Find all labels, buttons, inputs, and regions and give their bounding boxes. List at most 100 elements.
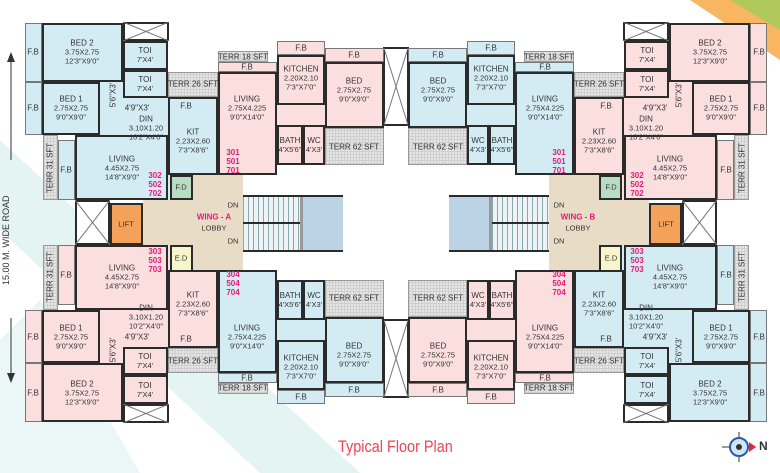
terrace-18: [218, 51, 268, 62]
flower-bed-label: F.B: [60, 166, 72, 175]
dining-label-line: 10'2"X4'0": [628, 321, 664, 331]
toilet-label-line: 7'X4': [638, 390, 656, 399]
unit-number: 304: [552, 270, 566, 279]
flower-bed: [58, 245, 75, 305]
living-room-label-line: 4.45X2.75: [652, 163, 688, 173]
toilet: [123, 41, 168, 70]
kitchen-label-line: 2.23X2.60: [175, 136, 211, 146]
flower-bed-label: F.B: [539, 63, 551, 72]
flower-bed-label-line: F.B: [60, 165, 72, 175]
lobby-floor: [193, 175, 243, 270]
toilet-label-line: 7'X4': [638, 361, 656, 370]
bathroom-label-line: 4'X5'6": [490, 145, 514, 154]
bedroom-1-label-line: 2.75X2.75: [53, 332, 89, 342]
unit-number: 504: [552, 279, 566, 288]
terrace-26-label: TERR 26 SFT: [168, 357, 218, 366]
unit-number: 702: [148, 189, 162, 198]
kitchen-label-line: KIT: [186, 127, 200, 137]
dining-label-line: 3.10X1.20: [628, 312, 664, 322]
flower-bed: [750, 363, 767, 422]
wc-label-line: 4'X3': [305, 145, 323, 154]
bedroom-2-label-line: 3.75X2.75: [692, 47, 728, 57]
wc-label-line: 4'X3': [469, 300, 487, 309]
wc-label-line: WC: [471, 291, 485, 300]
electric-duct-label: E.D: [174, 253, 188, 263]
flower-bed-label-line: F.B: [27, 388, 39, 398]
terrace-26: [574, 72, 624, 97]
bedroom-1-label-line: 9'0"X9'0": [56, 112, 86, 122]
toilet: [123, 70, 168, 98]
unit-number: 302: [630, 171, 644, 180]
terrace-26-label: TERR 26 SFT: [168, 80, 218, 89]
unit-number: 703: [630, 265, 644, 274]
unit-number: 701: [226, 166, 240, 175]
bedroom-1-label-line: 9'0"X9'0": [706, 341, 736, 351]
unit-number: 303: [630, 247, 644, 256]
bedroom-1: [692, 82, 750, 135]
toilet: [123, 375, 168, 404]
bathroom: [277, 125, 303, 165]
terrace-26: [574, 348, 624, 373]
lift-label: LIFT: [118, 219, 134, 229]
flower-bed: [515, 373, 574, 383]
flower-bed-label: F.B: [27, 333, 39, 342]
flower-bed-label-line: F.B: [753, 103, 765, 113]
passage: [277, 320, 325, 340]
flower-bed-label: F.B: [720, 166, 732, 175]
terrace-26-label-line: TERR 26 SFT: [167, 79, 219, 89]
flower-bed-label-line: F.B: [27, 103, 39, 113]
flower-bed-label: F.B: [753, 389, 765, 398]
dining-label-line: 10'2"X4'0": [128, 321, 164, 331]
wc: [303, 125, 325, 165]
unit-number: 503: [148, 256, 162, 265]
kitchen: [574, 97, 624, 175]
bedroom-2-label-line: 12'3"X9'0": [692, 397, 728, 407]
kitchen: [467, 55, 515, 105]
terrace-26-label-line: TERR 26 SFT: [167, 356, 219, 366]
living-room-label-line: 2.75X4.225: [525, 103, 565, 113]
terrace-31-label: TERR 31 SFT: [738, 143, 747, 193]
lobby-label: LOBBY: [565, 223, 591, 233]
unit-number: 704: [552, 288, 566, 297]
terrace-18: [524, 383, 574, 394]
kitchen-flower-bed-label: F.B: [600, 335, 612, 344]
flower-bed-label: F.B: [485, 44, 497, 53]
terrace-31: [43, 245, 58, 310]
terrace-31: [734, 245, 749, 310]
unit-number: 303: [148, 247, 162, 256]
flower-bed-label-line: F.B: [720, 165, 732, 175]
bedroom-1: [692, 310, 750, 363]
passage-small-label: 4'9"X3': [125, 333, 150, 342]
bathroom-label-line: BATH: [491, 136, 513, 145]
kitchen-label-line: 7'3"X7'0": [286, 371, 316, 381]
flower-bed-label: F.B: [60, 271, 72, 280]
terrace-31-label-line: TERR 31 SFT: [45, 251, 55, 303]
flower-bed-label-line: F.B: [241, 62, 253, 72]
flower-bed-label: F.B: [295, 44, 307, 53]
dining-label-line: 3.10X1.20: [128, 312, 164, 322]
dining-label-line: 3.10X1.20: [128, 123, 164, 133]
fire-duct-label: F.D: [175, 182, 187, 192]
kitchen-label-line: 2.20X2.10: [473, 73, 509, 83]
kitchen: [277, 340, 325, 390]
passage-label: 5'6"X3': [109, 83, 118, 108]
wc: [303, 280, 325, 320]
unit-number: 502: [630, 180, 644, 189]
terrace-62-label-line: TERR 62 SFT: [328, 293, 380, 303]
kitchen-label-line: 2.20X2.10: [283, 362, 319, 372]
electric-duct: [599, 245, 622, 272]
